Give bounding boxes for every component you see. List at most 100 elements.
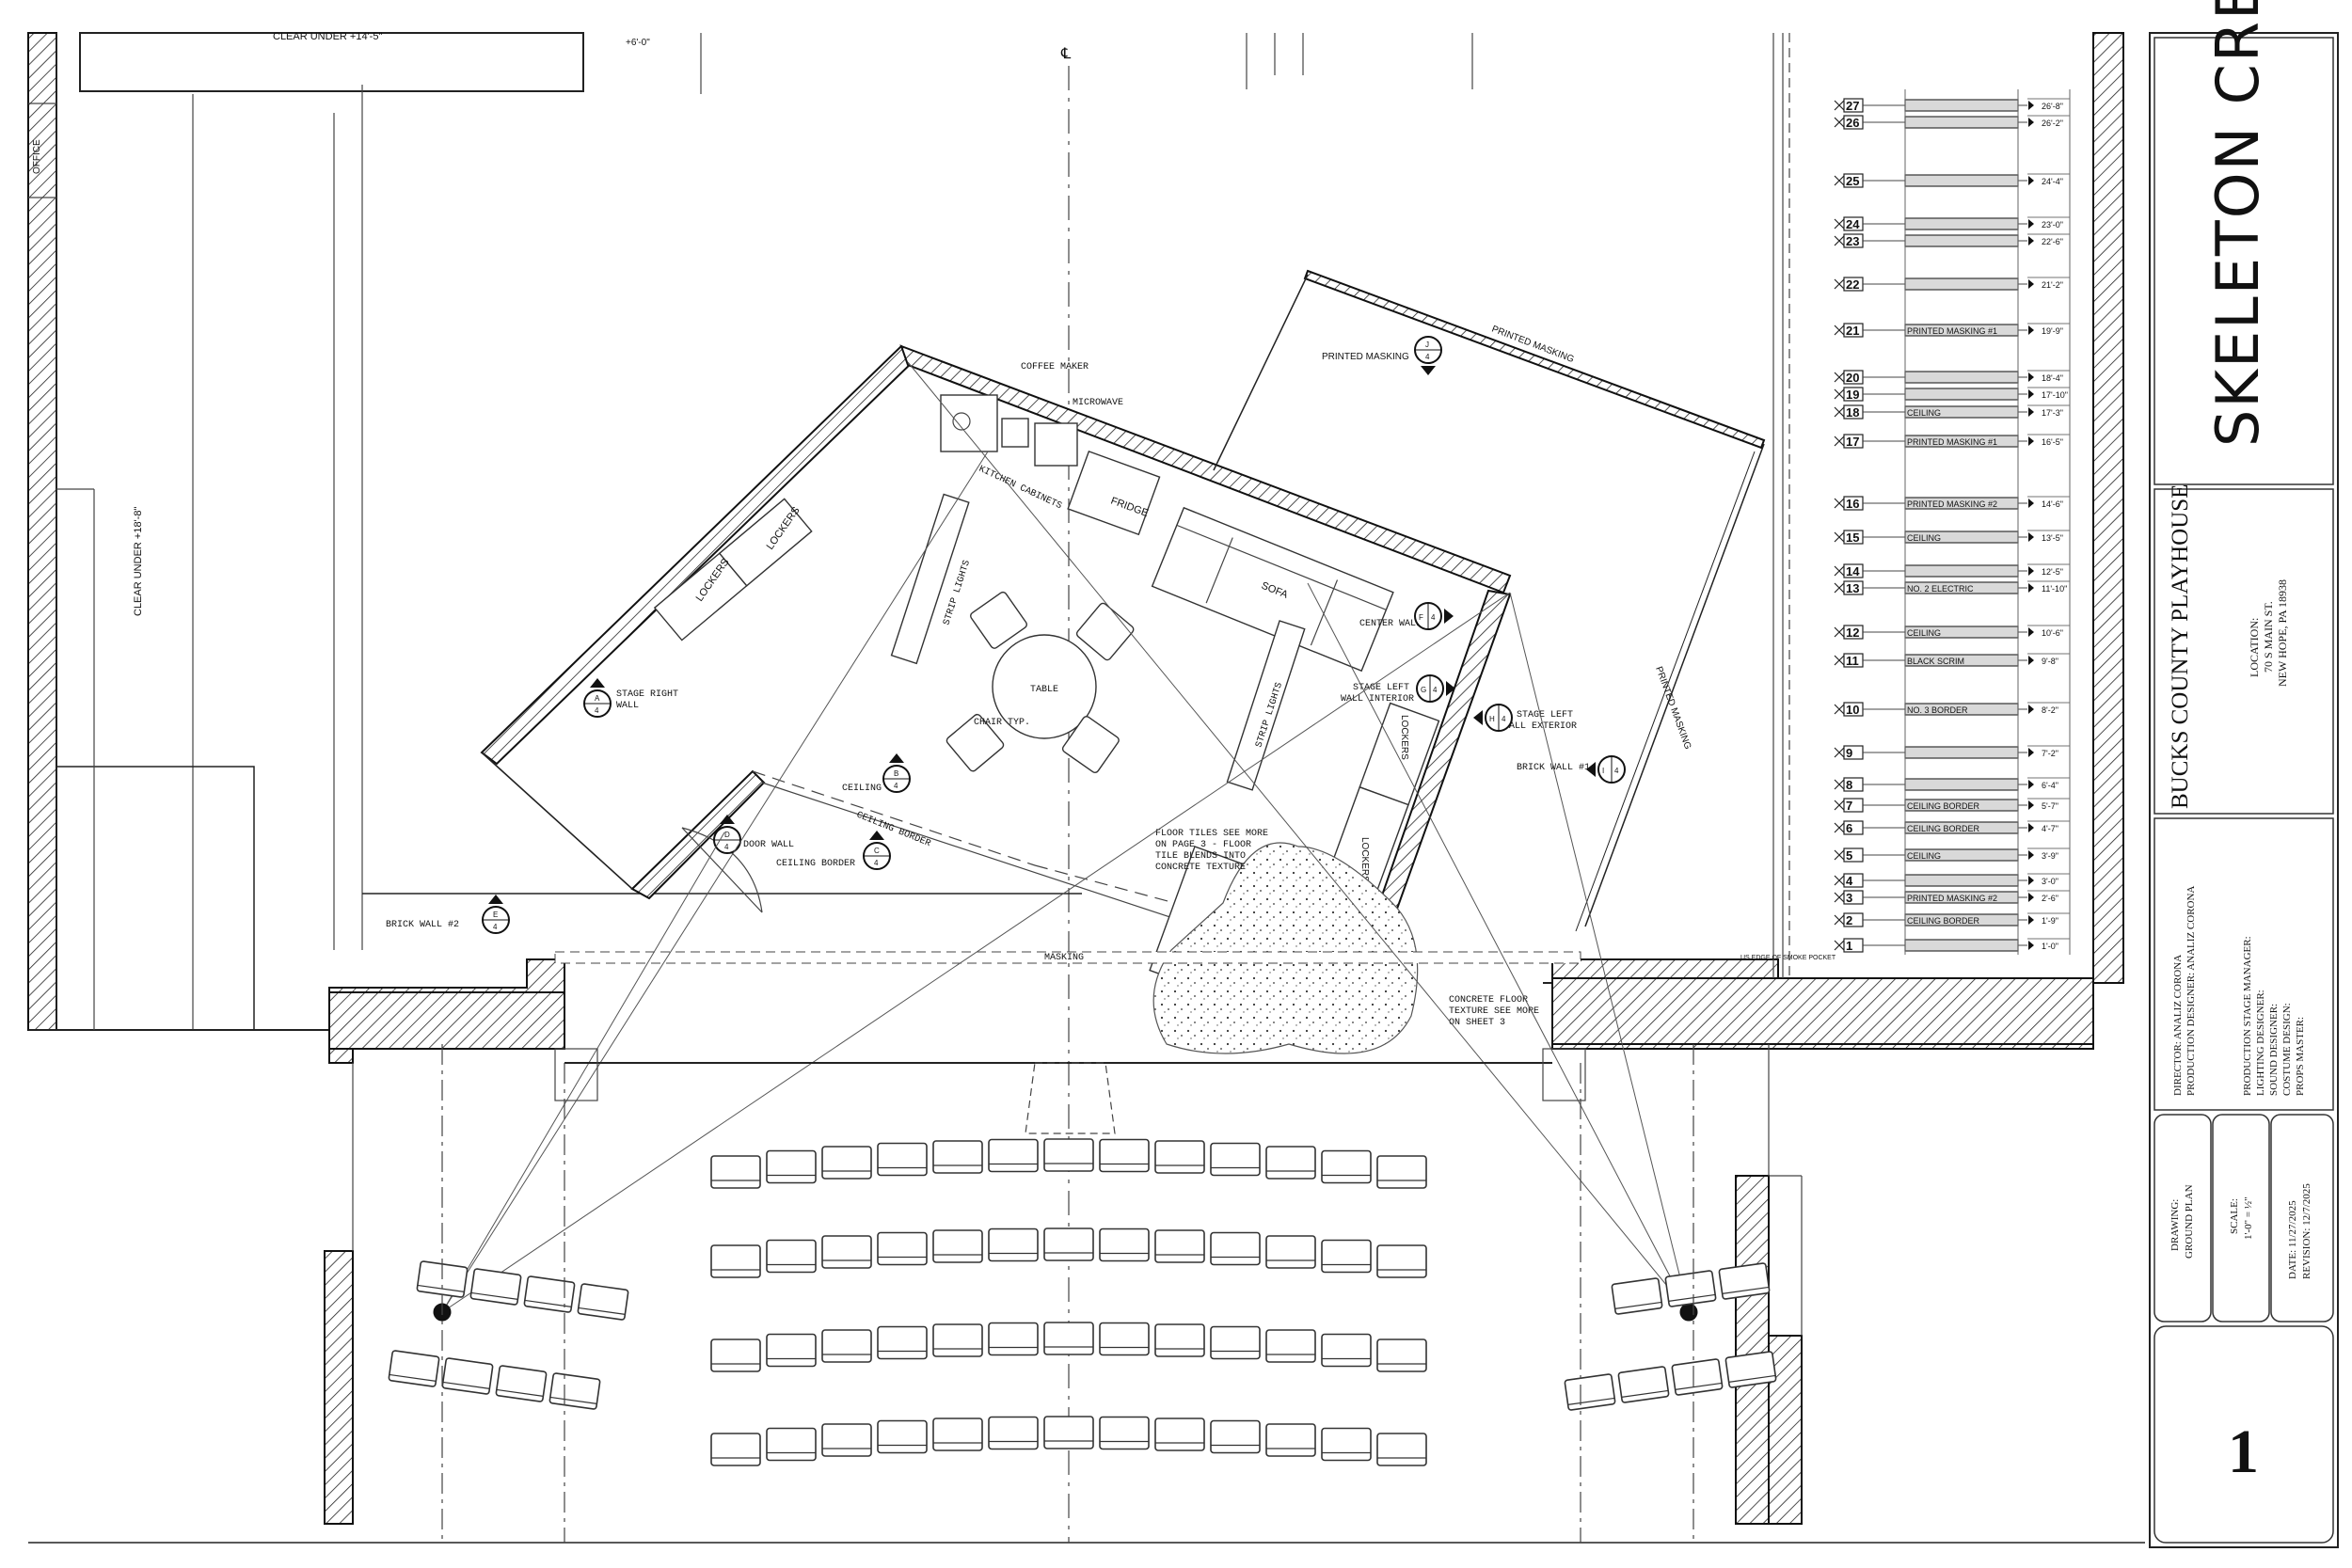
lineset-distance: 7'-2" — [2042, 749, 2058, 758]
svg-text:4: 4 — [1425, 353, 1430, 361]
sightlines — [433, 361, 1698, 1322]
audience-seat — [523, 1275, 576, 1313]
lineset-distance: 21'-2" — [2042, 280, 2063, 290]
plus-6-label: +6'-0" — [626, 38, 650, 48]
lineset-number: 16 — [1846, 497, 1859, 511]
svg-text:4: 4 — [1431, 613, 1436, 622]
svg-text:J: J — [1425, 341, 1429, 349]
lineset-name: CEILING — [1907, 628, 1941, 638]
lighting-designer: LIGHTING DESIGNER: — [2255, 990, 2266, 1096]
lineset-number: 11 — [1846, 654, 1859, 668]
lineset-distance: 9'-8" — [2042, 657, 2058, 666]
brick-wall-2-label: BRICK WALL #2 — [386, 920, 459, 930]
costume-design: COSTUME DESIGN: — [2281, 1003, 2293, 1096]
lineset-number: 25 — [1846, 174, 1859, 188]
svg-text:4: 4 — [724, 843, 729, 851]
lineset-distance: 6'-4" — [2042, 781, 2058, 790]
lineset-number: 24 — [1846, 217, 1860, 231]
svg-text:4: 4 — [894, 782, 898, 790]
lockers-label-4: LOCKERS — [1359, 837, 1370, 882]
lineset-number: 9 — [1846, 746, 1852, 760]
lineset-distance: 18'-4" — [2042, 373, 2063, 383]
svg-text:4: 4 — [493, 923, 498, 931]
audience-seat — [1671, 1358, 1724, 1396]
lockers-label-3: LOCKERS — [1399, 715, 1409, 760]
upstage-area: CLEAR UNDER +14'-5" +6'-0" ℄ OFFICE CLEA… — [28, 31, 1790, 1543]
svg-text:4: 4 — [874, 859, 879, 867]
svg-text:4: 4 — [595, 706, 599, 715]
lineset-row: 23 22'-6" — [1834, 233, 2070, 248]
section-marker: D4 — [713, 815, 741, 854]
lineset-name: NO. 3 BORDER — [1907, 705, 1968, 715]
audience-seat — [1611, 1277, 1663, 1315]
lineset-number: 10 — [1846, 703, 1859, 717]
audience-seat — [932, 1323, 983, 1357]
lineset-name: PRINTED MASKING #1 — [1907, 326, 1997, 336]
office-label: OFFICE — [32, 139, 42, 174]
audience-seat — [1376, 1433, 1427, 1466]
audience-seat — [548, 1372, 601, 1410]
ceiling-label: CEILING — [842, 784, 882, 794]
audience-seat — [1265, 1146, 1316, 1180]
lineset-number: 17 — [1846, 435, 1859, 449]
lineset-distance: 8'-2" — [2042, 705, 2058, 715]
lineset-distance: 16'-5" — [2042, 437, 2063, 447]
svg-text:B: B — [894, 769, 898, 778]
section-marker: C4 — [863, 831, 891, 870]
chair-typ-label: CHAIR TYP. — [974, 718, 1030, 728]
lineset-distance: 3'-9" — [2042, 851, 2058, 861]
svg-text:4: 4 — [1502, 715, 1506, 723]
sheet-number: 1 — [2228, 1418, 2259, 1486]
ceiling-border-angled-label: CEILING BORDER — [855, 811, 932, 850]
lineset-name: PRINTED MASKING #2 — [1907, 894, 1997, 903]
lineset-distance: 10'-6" — [2042, 628, 2063, 638]
lineset-distance: 23'-0" — [2042, 220, 2063, 230]
location-label: LOCATION: — [2248, 618, 2261, 677]
lineset-number: 22 — [1846, 277, 1859, 292]
lineset-name: CEILING — [1907, 533, 1941, 543]
audience-seat — [1043, 1227, 1094, 1261]
section-marker: B4 — [882, 753, 911, 793]
lineset-number: 5 — [1846, 848, 1852, 863]
audience-seat — [877, 1142, 928, 1177]
audience-seat — [1154, 1229, 1205, 1263]
audience-seat — [1043, 1416, 1094, 1449]
microwave-label: MICROWAVE — [1073, 398, 1123, 408]
lineset-number: 7 — [1846, 799, 1852, 813]
lineset-distance: 22'-6" — [2042, 237, 2063, 246]
audience-seat — [1043, 1322, 1094, 1355]
audience-seat — [932, 1140, 983, 1174]
lineset-distance: 1'-9" — [2042, 916, 2058, 926]
audience-seat — [1617, 1366, 1670, 1403]
audience-seat — [1099, 1322, 1150, 1356]
revision: REVISION: 12/7/2025 — [2301, 1183, 2312, 1279]
audience-seat — [988, 1416, 1039, 1450]
audience-seat — [577, 1283, 629, 1321]
lineset-distance: 19'-9" — [2042, 326, 2063, 336]
table-label: TABLE — [1030, 685, 1058, 695]
building-walls — [27, 32, 2145, 1544]
props-master: PROPS MASTER: — [2295, 1017, 2306, 1096]
address-line-1: 70 S MAIN ST. — [2262, 601, 2275, 673]
furniture: LOCKERS LOCKERS COFFEE MAKER MICROWAVE K… — [653, 362, 1539, 1054]
audience-seat — [766, 1149, 817, 1184]
scale-value: 1'-0" = ½" — [2243, 1196, 2254, 1240]
lineset-number: 23 — [1846, 234, 1859, 248]
clear-under-top-label: CLEAR UNDER +14'-5" — [273, 31, 382, 42]
center-wall-label: CENTER WALL — [1359, 619, 1422, 629]
audience-seat — [821, 1329, 872, 1363]
lineset-number: 4 — [1846, 874, 1853, 888]
svg-text:E: E — [493, 911, 498, 919]
lineset-name: CEILING BORDER — [1907, 916, 1980, 926]
sound-designer: SOUND DESIGNER: — [2268, 1004, 2280, 1096]
